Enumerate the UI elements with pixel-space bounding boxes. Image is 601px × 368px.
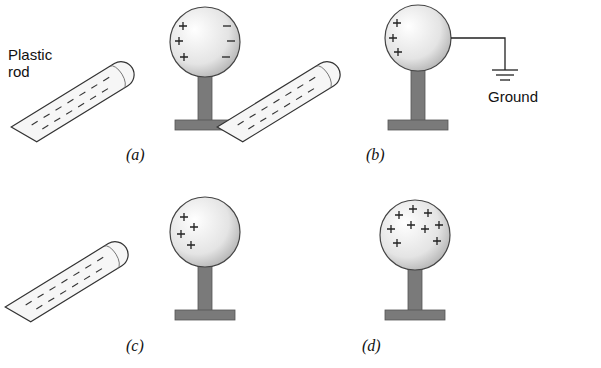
positive-charge-mark xyxy=(407,221,415,229)
negative-charge-mark xyxy=(90,96,96,100)
plastic-rod xyxy=(5,237,133,329)
negative-charge-mark xyxy=(262,107,268,111)
negative-charge-mark xyxy=(67,99,73,103)
negative-charge-mark xyxy=(36,305,42,309)
negative-charge-mark xyxy=(273,99,279,103)
positive-charge-mark xyxy=(409,205,417,213)
positive-charge-mark xyxy=(395,211,403,219)
negative-charge-mark xyxy=(66,111,72,115)
negative-charge-mark xyxy=(227,40,235,41)
negative-charge-mark xyxy=(84,276,90,280)
positive-charge-mark xyxy=(180,53,188,61)
negative-charge-mark xyxy=(296,96,302,100)
insulating-stand xyxy=(175,68,448,320)
panel-label: (c) xyxy=(126,337,144,355)
negative-charge-mark xyxy=(222,56,230,57)
negative-charge-mark xyxy=(91,85,97,89)
negative-charge-mark xyxy=(223,25,231,26)
negative-charge-mark xyxy=(73,272,79,276)
negative-charge-mark xyxy=(308,89,314,93)
negative-charge-mark xyxy=(72,283,78,287)
negative-charge-mark xyxy=(250,114,256,118)
positive-charge-mark xyxy=(180,213,188,221)
negative-charge-mark xyxy=(248,125,254,129)
negative-charge-mark xyxy=(44,114,50,118)
negative-charge-mark xyxy=(260,118,266,122)
negative-charge-mark xyxy=(284,103,290,107)
positive-charge-mark xyxy=(187,241,195,249)
negative-charge-mark xyxy=(238,121,244,125)
positive-charge-mark xyxy=(190,223,198,231)
ground-wire xyxy=(451,38,518,80)
charge-marks xyxy=(175,19,443,249)
negative-charge-mark xyxy=(285,92,291,96)
positive-charge-mark xyxy=(435,221,443,229)
negative-charge-mark xyxy=(26,301,32,305)
negative-charge-mark xyxy=(48,298,54,302)
negative-charge-mark xyxy=(96,269,102,273)
part-label: Ground xyxy=(488,88,538,105)
positive-charge-mark xyxy=(393,19,401,27)
positive-charge-mark xyxy=(179,22,187,30)
negative-charge-mark xyxy=(38,294,44,298)
negative-charge-mark xyxy=(102,89,108,93)
metal-sphere xyxy=(170,5,451,270)
part-label: Plastic rod xyxy=(8,46,70,81)
plastic-rod xyxy=(11,57,139,149)
negative-charge-mark xyxy=(309,77,315,81)
positive-charge-mark xyxy=(433,237,441,245)
negative-charge-mark xyxy=(97,257,103,261)
positive-charge-mark xyxy=(177,230,185,238)
negative-charge-mark xyxy=(56,107,62,111)
negative-charge-mark xyxy=(32,121,38,125)
negative-charge-mark xyxy=(54,118,60,122)
positive-charge-mark xyxy=(175,37,183,45)
negative-charge-mark xyxy=(42,125,48,129)
positive-charge-mark xyxy=(424,209,432,217)
panel-label: (d) xyxy=(362,337,381,355)
negative-charge-mark xyxy=(272,111,278,115)
panel-label: (a) xyxy=(126,146,145,164)
panel-label: (b) xyxy=(366,146,385,164)
positive-charge-mark xyxy=(393,239,401,247)
positive-charge-mark xyxy=(421,225,429,233)
negative-charge-mark xyxy=(60,291,66,295)
plastic-rod xyxy=(217,57,345,149)
negative-charge-mark xyxy=(50,287,56,291)
negative-charge-mark xyxy=(79,92,85,96)
negative-charge-mark xyxy=(85,265,91,269)
negative-charge-mark xyxy=(61,279,67,283)
negative-charge-mark xyxy=(297,85,303,89)
positive-charge-mark xyxy=(389,34,397,42)
negative-charge-mark xyxy=(103,77,109,81)
positive-charge-mark xyxy=(387,225,395,233)
positive-charge-mark xyxy=(394,48,402,56)
negative-charge-mark xyxy=(78,103,84,107)
